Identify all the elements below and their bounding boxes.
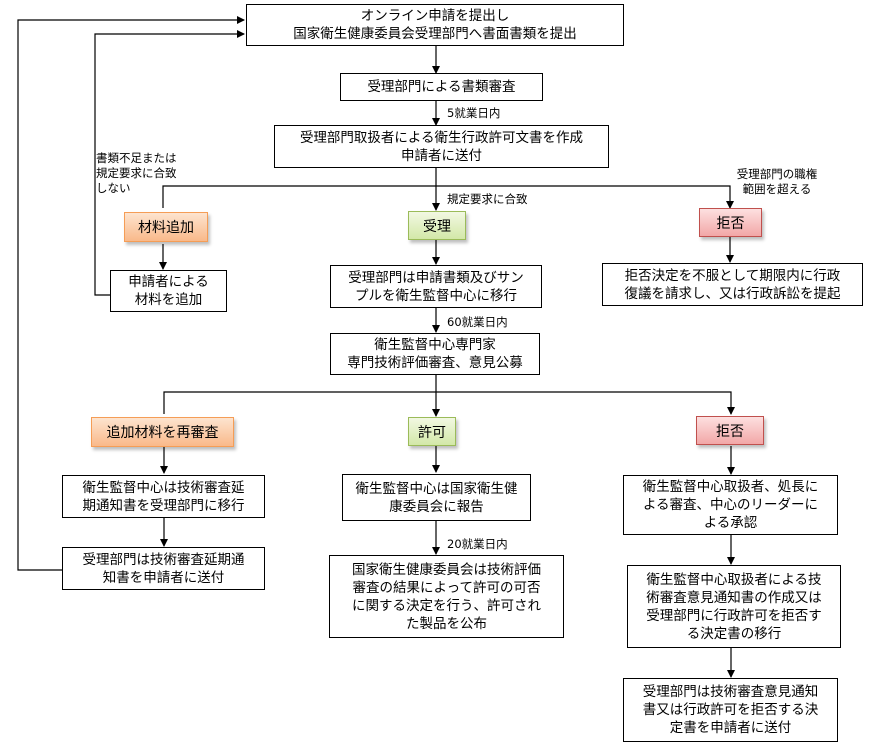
label-insufficient-documents: 書類不足または 規定要求に合致 しない xyxy=(96,151,177,195)
tag-permit: 許可 xyxy=(408,417,456,446)
node-transfer-samples: 受理部門は申請書類及びサン プルを衛生監督中心に移行 xyxy=(330,265,542,308)
edge-branch-split-1 xyxy=(162,185,734,209)
tag-reject-2: 拒否 xyxy=(696,416,764,445)
node-expert-review: 衛生監督中心専門家 専門技術評価審査、意見公募 xyxy=(330,333,540,375)
node-submit-application: オンライン申請を提出し 国家衛生健康委員会受理部門へ書面書類を提出 xyxy=(246,4,624,46)
node-appeal: 拒否決定を不服として期限内に行政 復議を請求し、又は行政訴訟を提起 xyxy=(602,263,863,306)
node-extension-notice-send: 受理部門は技術審査延期通 知書を申請者に送付 xyxy=(62,547,265,590)
edge-send-loop xyxy=(17,16,245,571)
node-applicant-adds-material: 申請者による 材料を追加 xyxy=(110,270,227,312)
label-beyond-authority: 受理部門の職権 範囲を超える xyxy=(736,167,818,196)
node-draft-permit-document: 受理部門取扱者による衛生行政許可文書を作成 申請者に送付 xyxy=(274,125,609,168)
tag-accept: 受理 xyxy=(408,211,466,240)
tag-add-material: 材料追加 xyxy=(124,212,208,242)
node-center-approval: 衛生監督中心取扱者、処長に よる審査、中心のリーダーに よる承認 xyxy=(623,475,838,535)
label-within-60-days: 60就業日内 xyxy=(447,315,508,329)
label-within-5-days: 5就業日内 xyxy=(447,106,501,120)
node-document-review: 受理部門による書類審査 xyxy=(340,73,543,101)
node-opinion-notice: 衛生監督中心取扱者による技 術審査意見通知書の作成又は 受理部門に行政許可を拒否… xyxy=(627,565,841,648)
node-permit-decision: 国家衛生健康委員会は技術評価 審査の結果によって許可の可否 に関する決定を行う、… xyxy=(329,555,564,638)
edge-applicant-loop xyxy=(94,30,245,296)
label-within-20-days: 20就業日内 xyxy=(447,537,508,551)
tag-re-review-material: 追加材料を再審査 xyxy=(91,417,234,447)
node-extension-notice-transfer: 衛生監督中心は技術審査延 期通知書を受理部門に移行 xyxy=(62,475,265,518)
label-meets-requirements: 規定要求に合致 xyxy=(447,192,528,206)
node-send-rejection: 受理部門は技術審査意見通知 書又は行政許可を拒否する決 定書を申請者に送付 xyxy=(623,678,838,742)
edge-branch-split-2 xyxy=(163,391,735,415)
node-report-to-nhc: 衛生監督中心は国家衛生健 康委員会に報告 xyxy=(342,474,531,521)
tag-reject-1: 拒否 xyxy=(699,208,762,237)
